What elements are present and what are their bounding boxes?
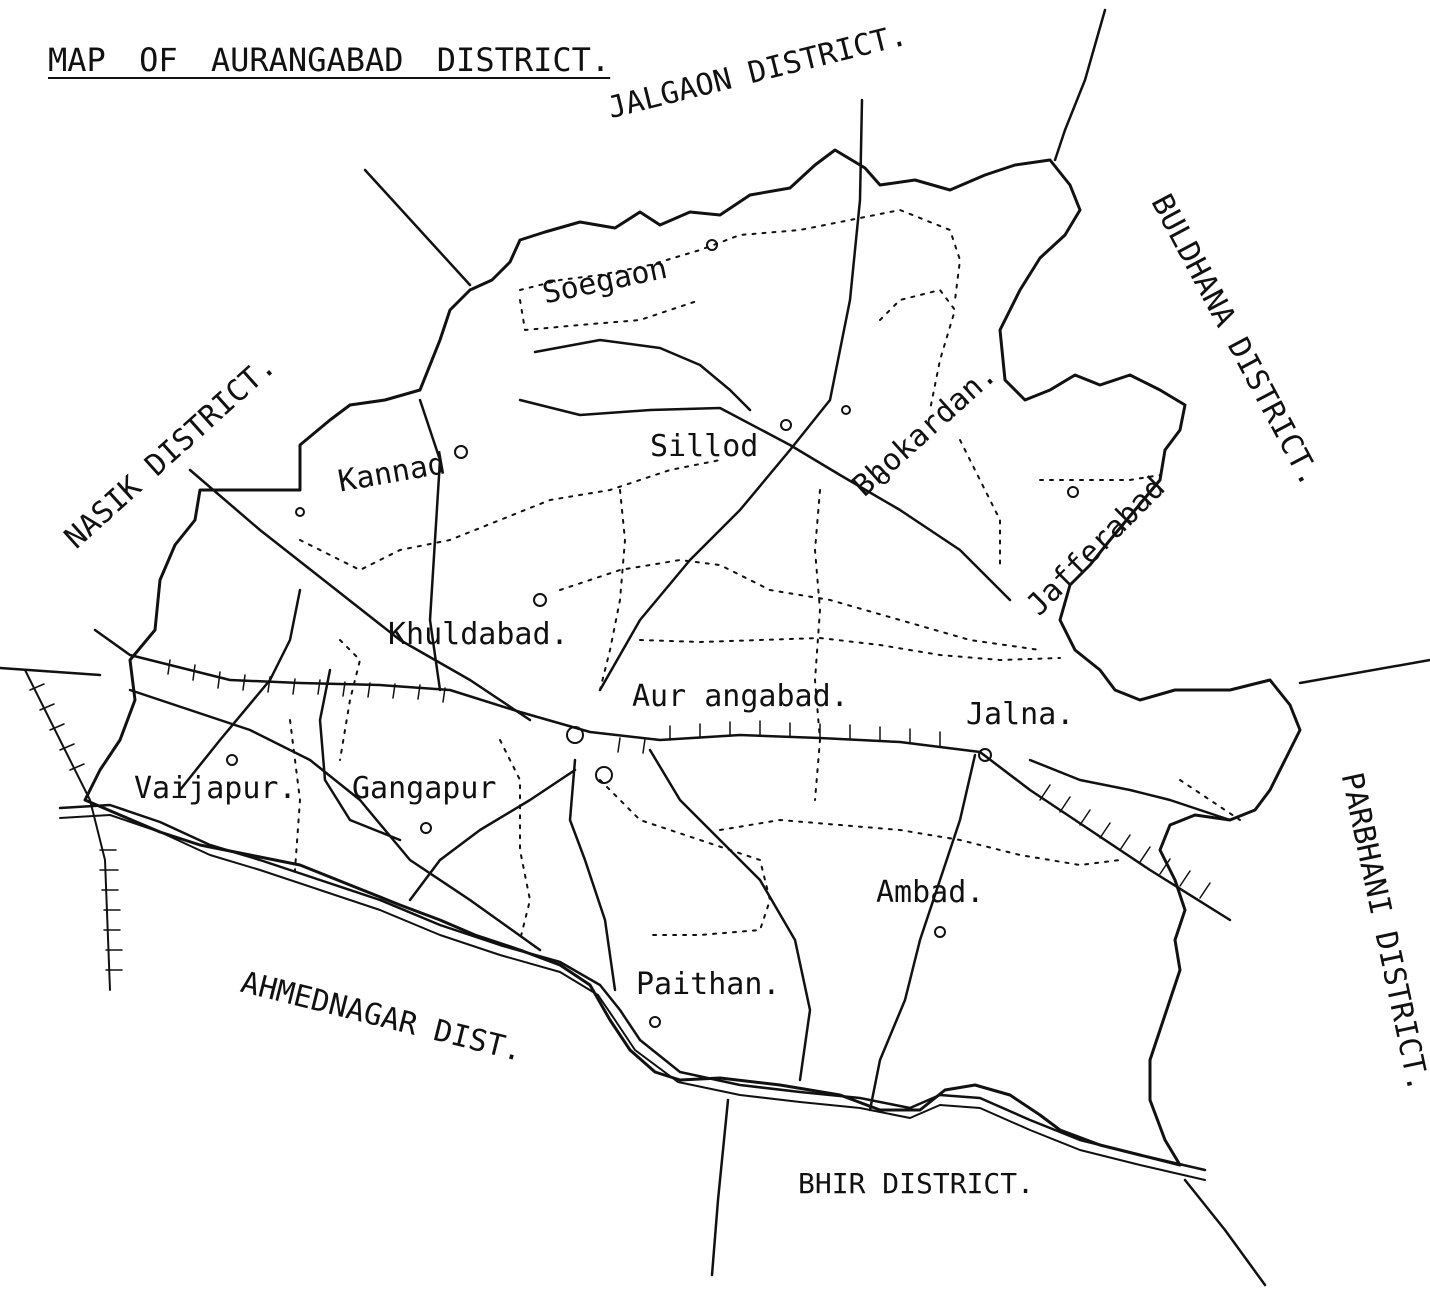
label-town-sillod: Sillod: [650, 429, 759, 464]
label-town-gangapur: Gangapur: [352, 771, 497, 806]
district-dividers: [0, 8, 1430, 1287]
district-boundary: [83, 148, 1302, 1167]
label-town-vaijapur: Vaijapur.: [134, 771, 297, 806]
godavari-river: [58, 803, 1207, 1172]
map-title: MAP OF AURANGABAD DISTRICT.: [48, 41, 611, 79]
taluka-boundaries: [289, 209, 1241, 941]
label-town-jalna: Jalna.: [966, 697, 1075, 732]
roads: [128, 98, 1232, 1112]
label-town-aurangabad: Aur angabad.: [632, 679, 849, 714]
label-town-ambad: Ambad.: [876, 875, 985, 910]
label-bhir-district: BHIR DISTRICT.: [798, 1167, 1035, 1200]
label-town-khuldabad: Khuldabad.: [388, 617, 569, 652]
town-markers: [226, 239, 1079, 1028]
label-town-paithan: Paithan.: [636, 967, 781, 1002]
